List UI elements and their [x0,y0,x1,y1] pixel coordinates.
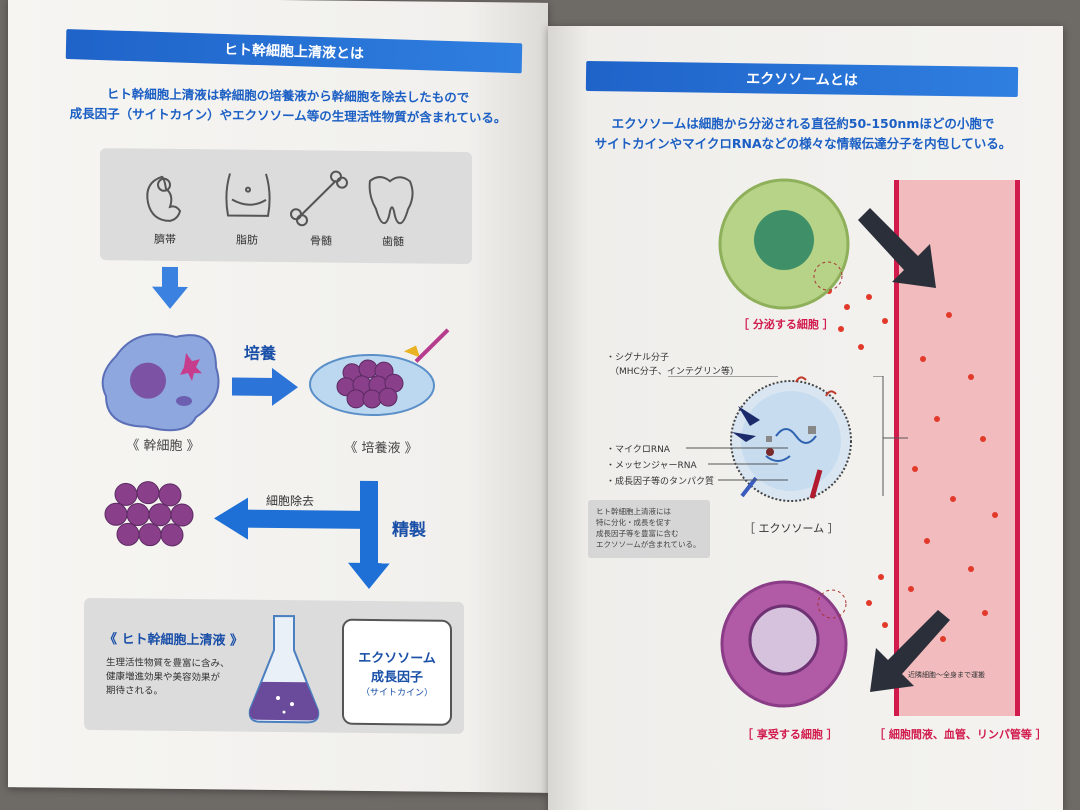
callout-cytokine: （サイトカイン） [360,687,433,699]
source-label-fat: 脂肪 [236,233,258,247]
vesicle-dot [908,586,914,592]
callout-box: エクソソーム 成長因子 （サイトカイン） [342,618,452,726]
vesicle-dot [844,304,850,310]
fetus-icon [146,175,182,222]
vesicle-dot [992,512,998,518]
annotation-signal: ・シグナル分子 [606,353,670,363]
purification-label: 精製 [392,520,426,541]
source-label-umbilical: 臍帯 [154,232,176,246]
uptake-arrow-icon [870,610,950,692]
vesicle-dot [866,600,872,606]
culture-label: 培養 [244,343,277,363]
note-line-4: エクソソームが含まれている。 [596,540,701,549]
callout-exosome: エクソソーム [358,650,436,667]
right-banner: エクソソームとは [585,60,1019,98]
culture-arrow-icon [232,367,298,406]
result-desc-line-1: 生理活性物質を豊富に含み、 [106,657,230,670]
note-line-3: 成長因子等を豊富に含む [596,529,679,538]
note-line-1: ヒト幹細胞上清液には [596,507,671,516]
annotation-leader-lines [668,376,908,496]
vesicle-dot [980,436,986,442]
receiving-cell-caption: ［ 享受する細胞 ］ [742,728,838,741]
vesicle-dot [882,318,888,324]
secreting-cell-illustration [718,178,850,310]
result-desc-line-3: 期待される。 [106,685,164,697]
annotation-messenger-rna: ・メッセンジャーRNA [606,461,697,471]
sources-icons [146,170,414,227]
annotation-signal-sub: （MHC分子、インテグリン等） [610,367,739,377]
note-box: ヒト幹細胞上清液には 特に分化・成長を促す 成長因子等を豊富に含む エクソソーム… [588,500,710,558]
vesicle-dot [912,466,918,472]
culture-medium-caption: 《 培養液 》 [344,440,418,457]
left-banner-title: ヒト幹細胞上清液とは [223,41,365,63]
vesicle-dot [968,374,974,380]
result-desc-line-2: 健康増進効果や美容効果が [106,671,221,684]
sources-box: 臍帯 脂肪 骨髄 歯髄 [100,148,472,265]
result-description: 生理活性物質を豊富に含み、 健康増進効果や美容効果が 期待される。 [106,656,230,699]
stem-cell-caption: 《 幹細胞 》 [126,438,200,455]
secreting-cell-caption: ［ 分泌する細胞 ］ [738,318,834,331]
right-intro-line-1: エクソソームは細胞から分泌される直径約50-150nmほどの小胞で [611,116,995,131]
right-intro-line-2: サイトカインやマイクロRNAなどの様々な情報伝達分子を内包している。 [594,136,1012,151]
bone-icon [290,170,348,227]
secretion-arrow-icon [858,208,936,288]
vesicle-dot [866,294,872,300]
fluid-caption: ［ 細胞間液、血管、リンパ管等 ］ [874,728,1047,741]
exosome-caption: ［ エクソソーム ］ [744,522,839,535]
result-title: 《 ヒト幹細胞上清液 》 [104,632,244,649]
removal-purification-arrows [214,480,390,589]
left-intro: ヒト幹細胞上清液は幹細胞の培養液から幹細胞を除去したもので 成長因子（サイトカイ… [48,84,528,129]
vesicle-dot [882,622,888,628]
vesicle-dot [838,326,844,332]
vesicle-dot [946,312,952,318]
vesicle-dot [968,566,974,572]
flask-icon [248,614,320,724]
abdomen-icon [225,173,271,217]
right-intro: エクソソームは細胞から分泌される直径約50-150nmほどの小胞で サイトカイン… [568,114,1038,154]
tooth-icon [368,176,414,225]
vesicle-dot [940,636,946,642]
exosome-illustration [730,376,852,502]
right-banner-title: エクソソームとは [746,71,858,89]
vesicle-dot [878,574,884,580]
note-line-2: 特に分化・成長を促す [596,518,671,527]
vesicle-dot [934,416,940,422]
vesicle-dot [858,344,864,350]
left-intro-line-2: 成長因子（サイトカイン）やエクソソーム等の生理活性物質が含まれている。 [69,105,507,126]
down-arrow-icon [152,266,188,309]
vesicle-dot [950,496,956,502]
vesicle-dot [982,610,988,616]
right-page: エクソソームとは エクソソームは細胞から分泌される直径約50-150nmほどの小… [548,26,1063,810]
vessel-band [894,180,1020,716]
annotation-micro-rna: ・マイクロRNA [606,445,670,455]
left-page: ヒト幹細胞上清液とは ヒト幹細胞上清液は幹細胞の培養液から幹細胞を除去したもので… [8,0,548,793]
removed-cells-illustration [104,481,194,547]
vesicle-dot [924,538,930,544]
source-label-marrow: 骨髄 [310,234,332,248]
receiving-cell-illustration [720,580,848,708]
petri-dish-illustration [309,328,450,416]
stem-cell-illustration [101,333,220,432]
result-box: 《 ヒト幹細胞上清液 》 生理活性物質を豊富に含み、 健康増進効果や美容効果が … [84,597,464,734]
source-label-pulp: 歯髄 [382,235,404,249]
vesicle-dot [920,356,926,362]
vessel-note: 近隣細胞～全身まで運搬 [908,671,985,679]
left-banner: ヒト幹細胞上清液とは [65,29,523,74]
callout-growth-factor: 成長因子 [370,669,423,686]
annotation-growth-factor: ・成長因子等のタンパク質 [606,477,715,487]
